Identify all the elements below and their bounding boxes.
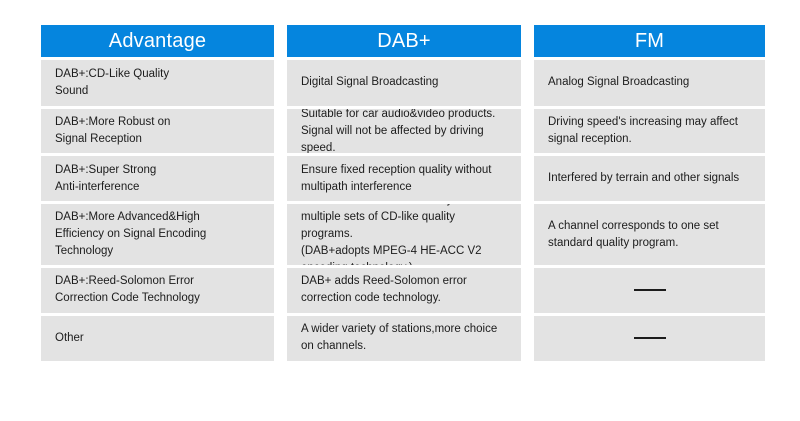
cell-advantage-6: Other [41, 315, 274, 361]
cell-fm-2: Driving speed's increasing may affect si… [534, 109, 765, 154]
cell-fm-5 [534, 268, 765, 313]
comparison-table: Advantage DAB+:CD-Like Quality Sound DAB… [41, 25, 765, 361]
em-dash-placeholder-icon [633, 289, 666, 292]
cell-advantage-3: DAB+:Super Strong Anti-interference [41, 156, 274, 201]
cell-fm-4: A channel corresponds to one set standar… [534, 203, 765, 266]
cell-advantage-2: DAB+:More Robust on Signal Reception [41, 109, 274, 154]
column-advantage: Advantage DAB+:CD-Like Quality Sound DAB… [41, 25, 274, 361]
cell-advantage-4: DAB+:More Advanced&High Efficiency on Si… [41, 203, 274, 266]
cell-dabplus-2: Suitable for car audio&video products. S… [287, 109, 521, 154]
cell-dabplus-6: A wider variety of stations,more choice … [287, 315, 521, 361]
cell-fm-3: Interfered by terrain and other signals [534, 156, 765, 201]
column-dabplus: DAB+ Digital Signal Broadcasting Suitabl… [287, 25, 521, 361]
cell-fm-6 [534, 315, 765, 361]
em-dash-placeholder-icon [633, 337, 666, 340]
cell-dabplus-5: DAB+ adds Reed-Solomon error correction … [287, 268, 521, 313]
cell-dabplus-1: Digital Signal Broadcasting [287, 59, 521, 107]
column-header-fm: FM [534, 25, 765, 57]
cell-advantage-1: DAB+:CD-Like Quality Sound [41, 59, 274, 107]
cell-advantage-5: DAB+:Reed-Solomon Error Correction Code … [41, 268, 274, 313]
column-fm: FM Analog Signal Broadcasting Driving sp… [534, 25, 765, 361]
cell-dabplus-3: Ensure fixed reception quality without m… [287, 156, 521, 201]
cell-dabplus-4: A channel can simultaneously transmit mu… [287, 203, 521, 266]
column-header-dabplus: DAB+ [287, 25, 521, 57]
cell-fm-1: Analog Signal Broadcasting [534, 59, 765, 107]
column-header-advantage: Advantage [41, 25, 274, 57]
